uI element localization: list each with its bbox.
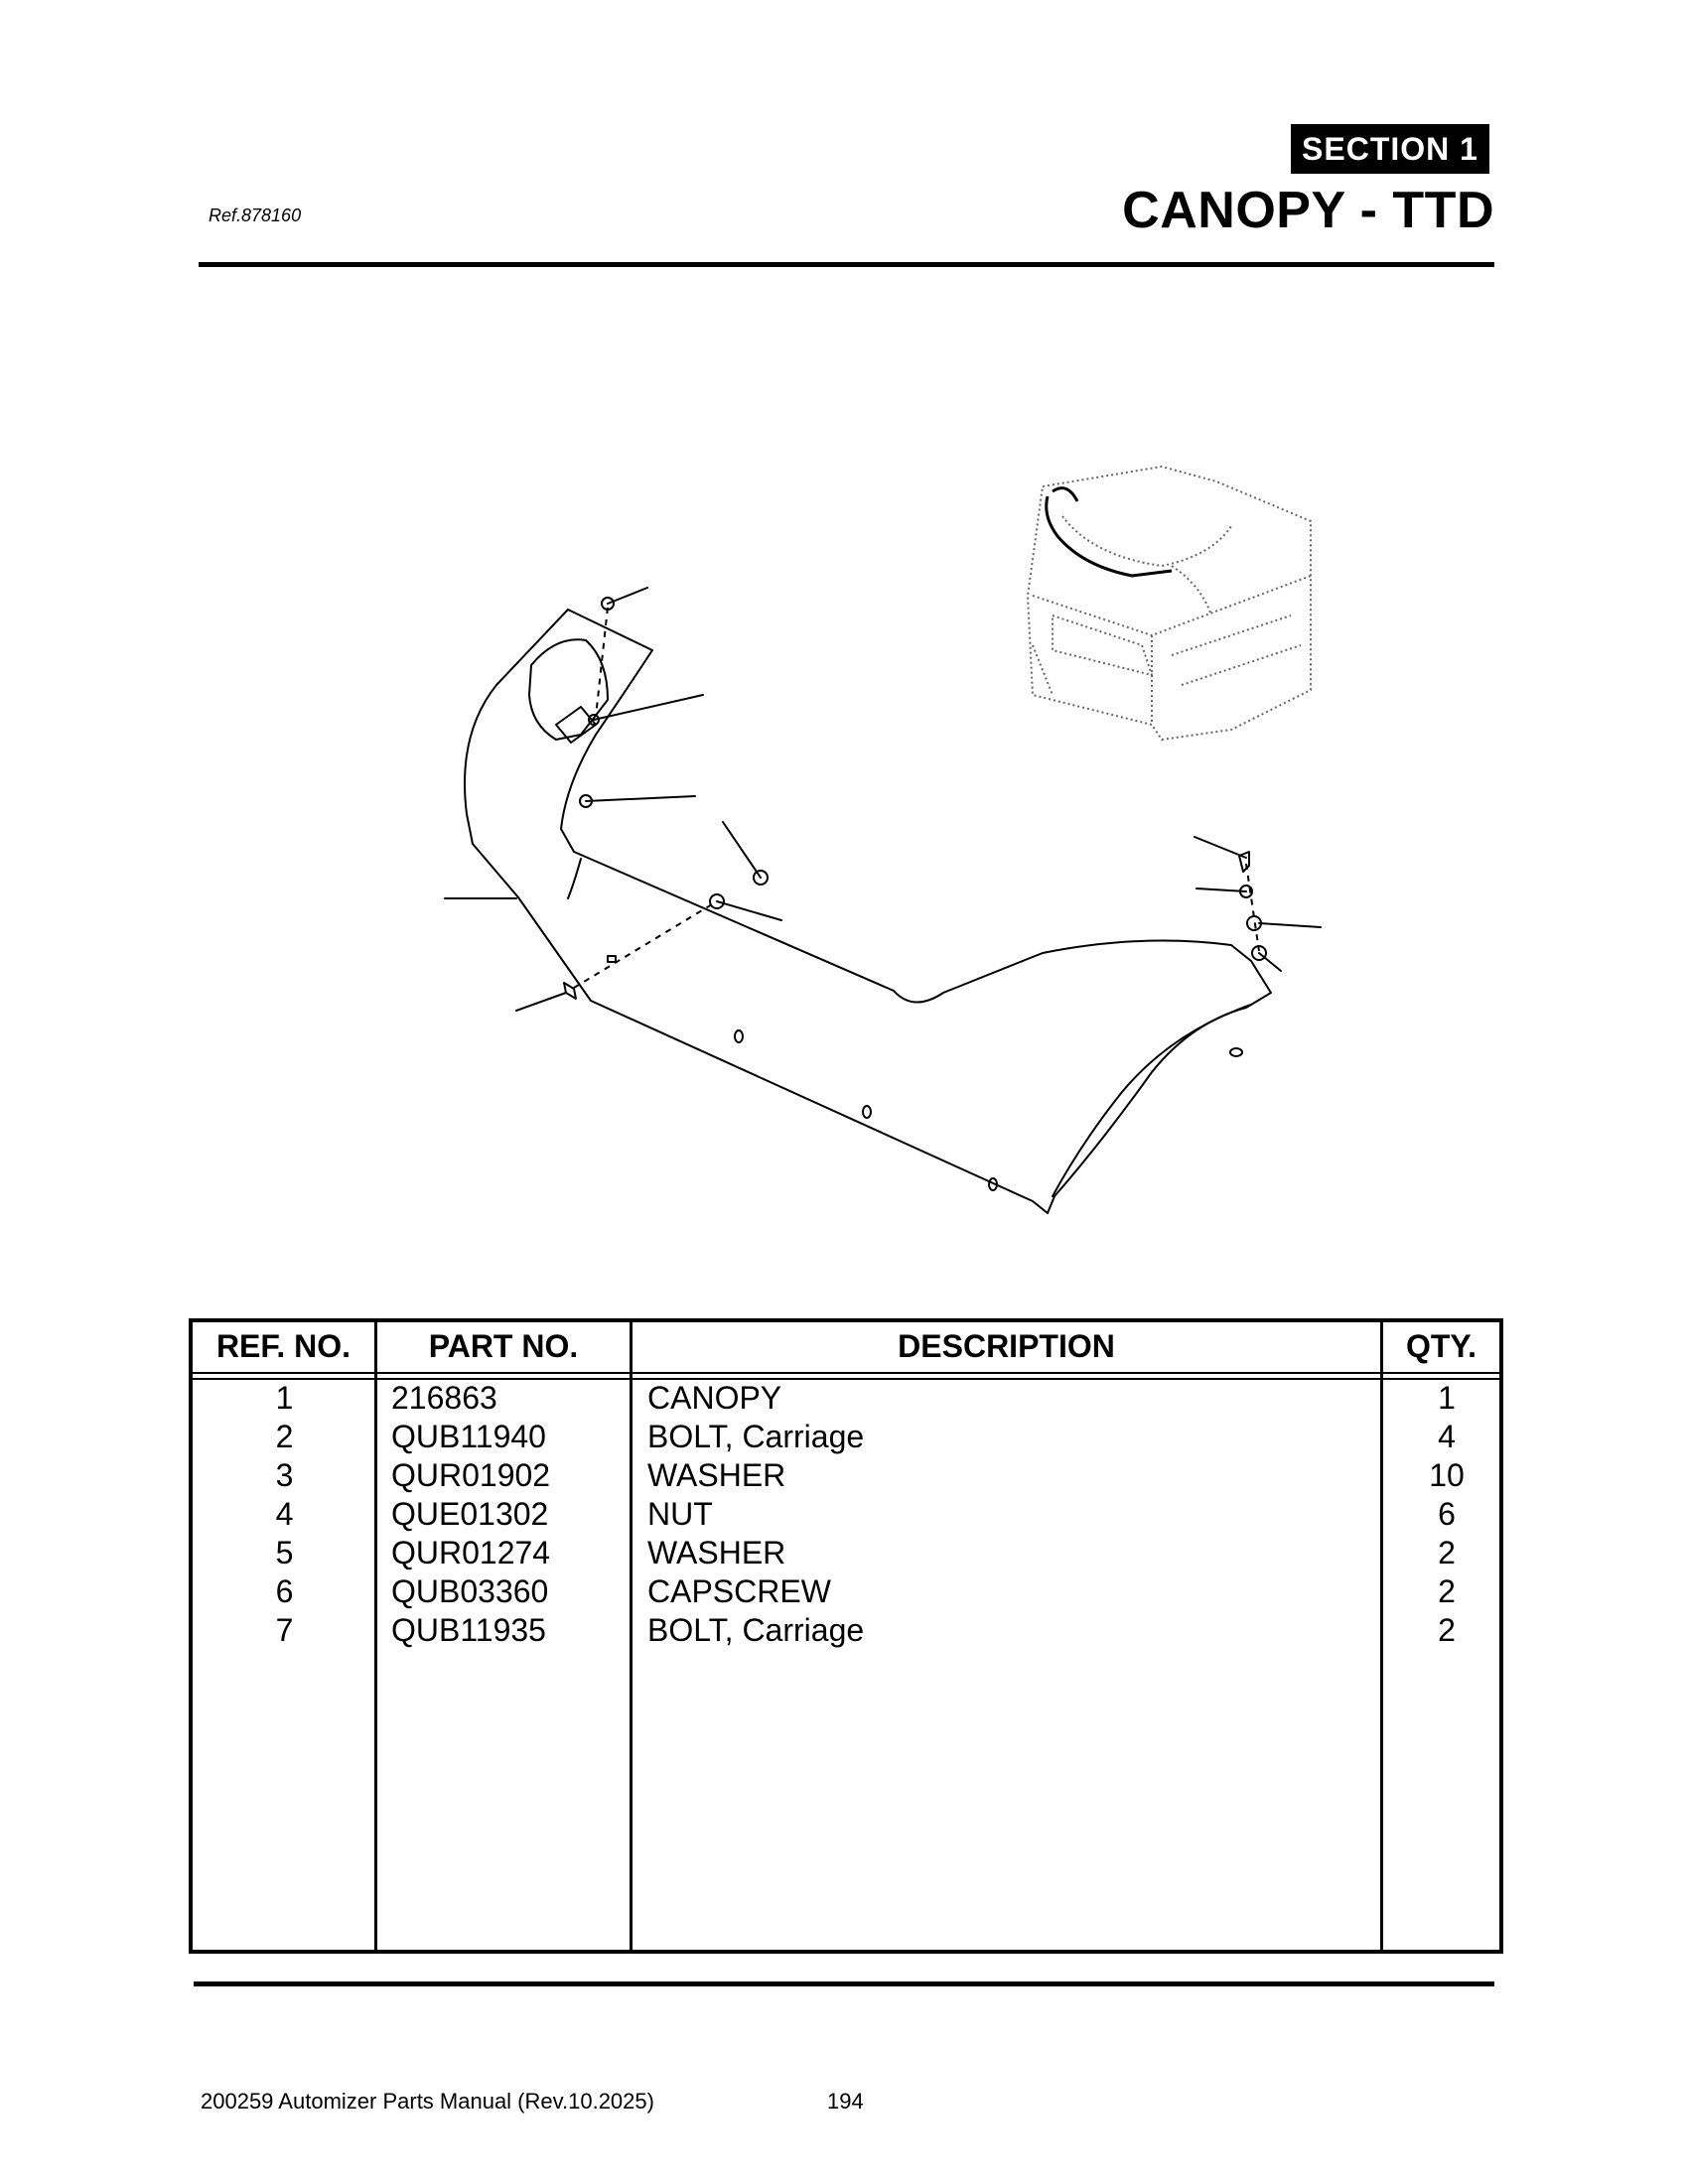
page-number: 194 — [827, 2089, 864, 2114]
quantity: 6 — [1438, 1496, 1456, 1532]
description: CAPSCREW — [647, 1573, 831, 1609]
header-divider — [193, 1372, 1499, 1380]
part-number: QUE01302 — [391, 1496, 549, 1532]
column-header-part: PART NO. — [428, 1328, 579, 1364]
description: BOLT, Carriage — [647, 1419, 865, 1454]
column-header-ref: REF. NO. — [215, 1328, 352, 1364]
table-row: 6 QUB03360 CAPSCREW 2 — [193, 1572, 1499, 1611]
washer-icon — [709, 893, 725, 909]
part-number: QUB11940 — [391, 1419, 546, 1454]
parts-table: REF. NO. PART NO. DESCRIPTION QTY. 1 216… — [189, 1318, 1503, 1954]
ref-number: 6 — [275, 1573, 294, 1609]
quantity: 10 — [1429, 1457, 1465, 1493]
ref-number: 7 — [275, 1612, 294, 1648]
table-row: 7 QUB11935 BOLT, Carriage 2 — [193, 1611, 1499, 1650]
quantity: 2 — [1438, 1535, 1456, 1570]
table-row: 1 216863 CANOPY 1 — [193, 1379, 1499, 1418]
description: BOLT, Carriage — [647, 1612, 865, 1648]
table-row: 4 QUE01302 NUT 6 — [193, 1495, 1499, 1534]
section-badge: SECTION 1 — [1291, 124, 1489, 174]
ref-number: 4 — [275, 1496, 294, 1532]
quantity: 4 — [1438, 1419, 1456, 1454]
table-row: 2 QUB11940 BOLT, Carriage 4 — [193, 1418, 1499, 1456]
part-number: 216863 — [391, 1380, 497, 1416]
quantity: 2 — [1438, 1612, 1456, 1648]
column-header-qty: QTY. — [1405, 1328, 1477, 1364]
quantity: 2 — [1438, 1573, 1456, 1609]
description: WASHER — [647, 1457, 786, 1493]
description: CANOPY — [647, 1380, 782, 1416]
column-divider — [630, 1322, 633, 1950]
quantity: 1 — [1438, 1380, 1456, 1416]
canopy-opening — [528, 638, 609, 741]
ref-number: 3 — [275, 1457, 294, 1493]
canopy-panel — [464, 609, 1272, 1214]
reference-number: Ref.878160 — [209, 205, 302, 225]
table-row: 5 QUR01274 WASHER 2 — [193, 1534, 1499, 1572]
manual-title: 200259 Automizer Parts Manual (Rev.10.20… — [201, 2089, 654, 2114]
part-number: QUR01274 — [391, 1535, 551, 1570]
part-number: QUB11935 — [391, 1612, 546, 1648]
ref-number: 1 — [275, 1380, 294, 1416]
description: NUT — [647, 1496, 713, 1532]
header-divider — [199, 262, 1494, 267]
part-number: QUR01902 — [391, 1457, 551, 1493]
page-title: CANOPY - TTD — [1122, 182, 1494, 239]
ref-number: 5 — [275, 1535, 294, 1570]
table-body: 1 216863 CANOPY 1 2 QUB11940 BOLT, Carri… — [193, 1379, 1499, 1650]
part-number: QUB03360 — [391, 1573, 549, 1609]
description: WASHER — [647, 1535, 786, 1570]
column-divider — [1380, 1322, 1383, 1950]
column-header-description: DESCRIPTION — [898, 1328, 1115, 1364]
column-divider — [374, 1322, 377, 1950]
ref-number: 2 — [275, 1419, 294, 1454]
footer-divider — [194, 1981, 1494, 1986]
exploded-parts-diagram — [444, 465, 1322, 1214]
table-row: 3 QUR01902 WASHER 10 — [193, 1456, 1499, 1495]
